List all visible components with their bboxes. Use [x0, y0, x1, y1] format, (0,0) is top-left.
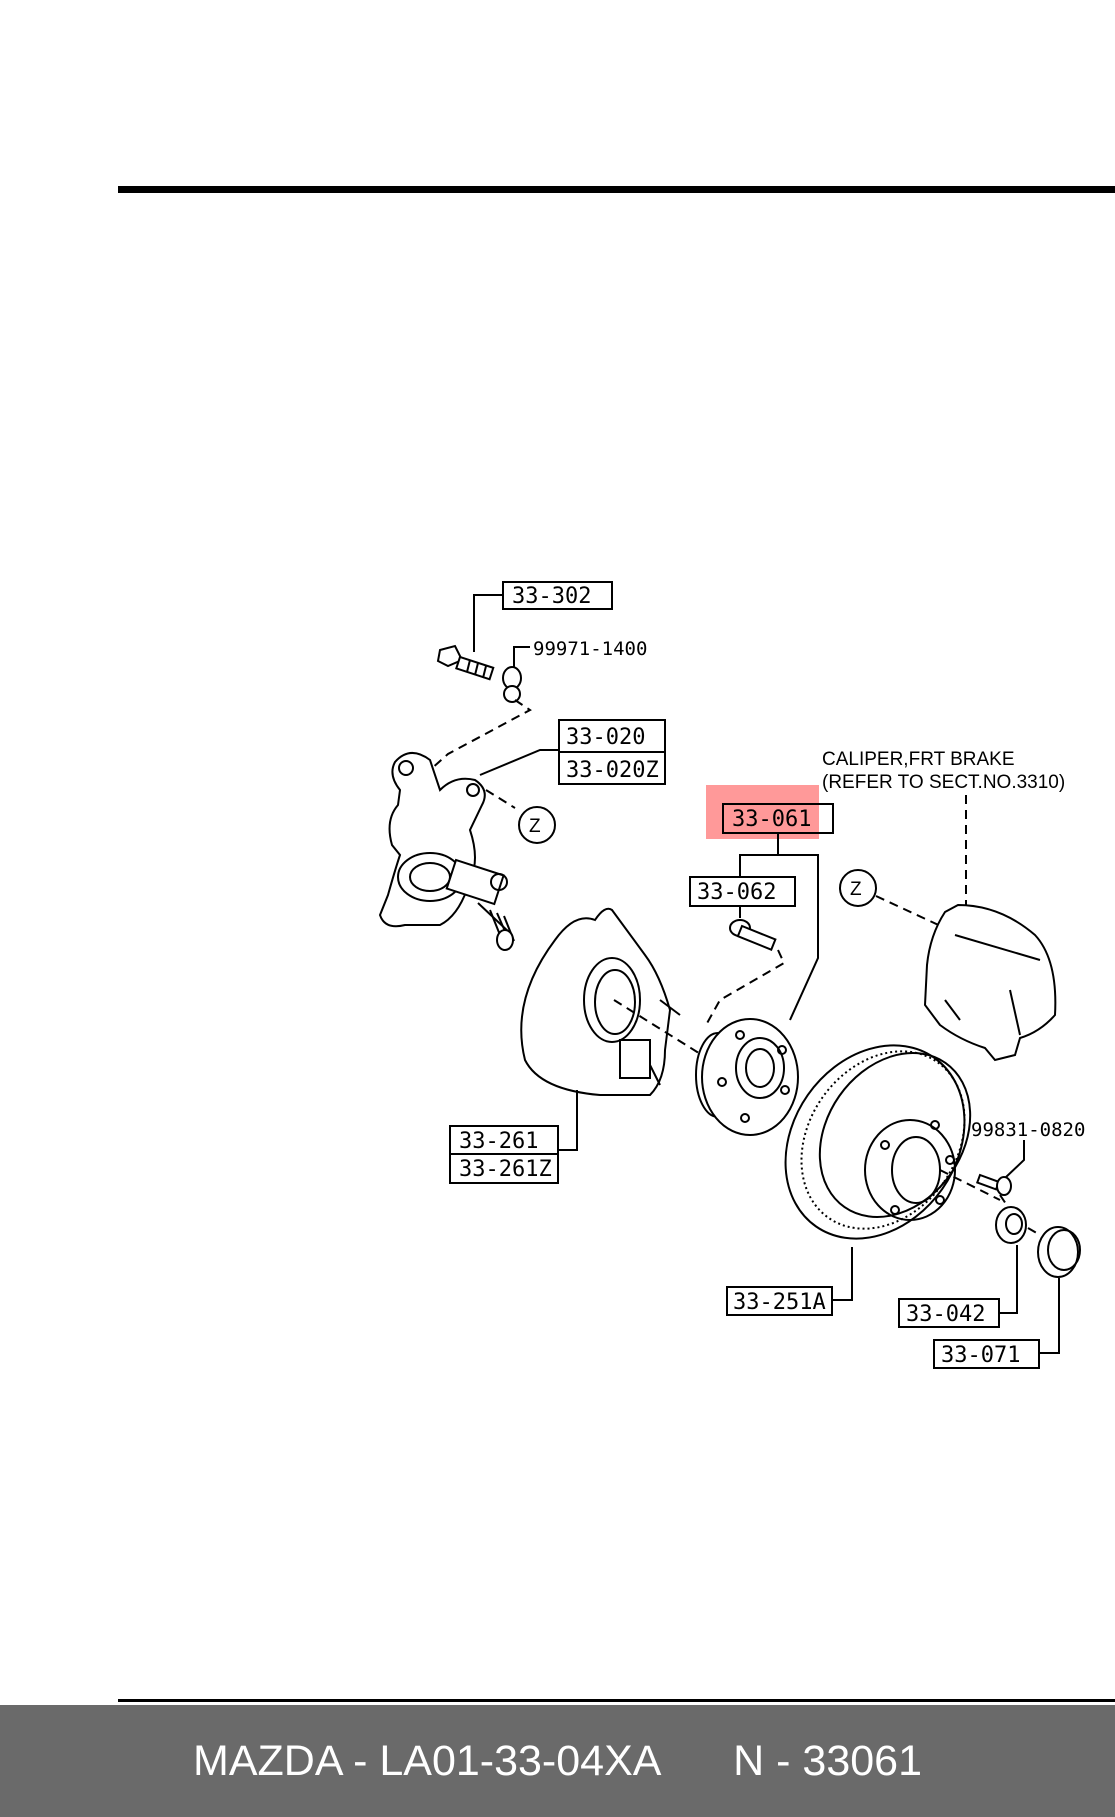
- caliper-note-line2: (REFER TO SECT.NO.3310): [822, 772, 1065, 793]
- brake-rotor-33-251A: [784, 1044, 972, 1240]
- part-footer-bar: MAZDA - LA01-33-04XA N - 33061: [0, 1705, 1115, 1817]
- lock-nut-33-042: [995, 1206, 1027, 1244]
- callout-33-062-label: 33-062: [697, 880, 776, 905]
- callout-33-251A[interactable]: 33-251A: [726, 1286, 833, 1316]
- callout-33-020-label: 33-020: [566, 725, 645, 750]
- footer-part-number: MAZDA - LA01-33-04XA: [193, 1736, 662, 1785]
- reference-z-right: Z: [839, 869, 877, 907]
- hub-bolt-33-062: [729, 919, 777, 951]
- callout-33-061-label: 33-061: [732, 807, 811, 832]
- callout-33-062[interactable]: 33-062: [689, 876, 796, 907]
- callout-33-302-label: 33-302: [512, 584, 591, 609]
- callout-33-020z-label: 33-020Z: [566, 758, 659, 783]
- callout-33-261-label: 33-261: [459, 1129, 538, 1154]
- highlight-33-061: [706, 785, 819, 839]
- callout-33-061[interactable]: 33-061: [706, 785, 834, 839]
- steering-knuckle-33-020: [378, 752, 515, 951]
- callout-99831-0820[interactable]: 99831-0820: [971, 1119, 1085, 1141]
- callout-33-020[interactable]: 33-020 33-020Z: [558, 719, 666, 785]
- reference-z-right-label: Z: [850, 879, 862, 900]
- wheel-hub-33-061: [695, 1018, 799, 1136]
- callout-33-042-label: 33-042: [906, 1302, 985, 1327]
- exploded-parts-diagram: 33-302 99971-1400 33-020 33-020Z: [378, 581, 1085, 1369]
- callout-33-261[interactable]: 33-261 33-261Z: [449, 1125, 559, 1184]
- top-rule: [118, 186, 1115, 193]
- nut-99971-1400: [502, 666, 522, 703]
- dust-shield-33-261: [520, 907, 681, 1096]
- callout-33-302[interactable]: 33-302: [502, 581, 613, 610]
- bottom-rule: [118, 1699, 1115, 1702]
- brake-caliper: [923, 903, 1057, 1062]
- grease-cap-33-071: [1037, 1226, 1081, 1278]
- callout-33-071-label: 33-071: [941, 1343, 1020, 1368]
- caliper-note-line1: CALIPER,FRT BRAKE: [822, 749, 1015, 770]
- screw-99831-0820: [975, 1173, 1012, 1196]
- callout-33-042[interactable]: 33-042: [898, 1298, 1000, 1328]
- callout-99971-1400[interactable]: 99971-1400: [533, 638, 647, 660]
- callout-33-071[interactable]: 33-071: [933, 1339, 1040, 1369]
- reference-z-left: Z: [518, 806, 556, 844]
- bolt-33-302: [436, 644, 495, 681]
- callout-33-261z-label: 33-261Z: [459, 1157, 552, 1182]
- callout-33-251A-label: 33-251A: [733, 1290, 826, 1315]
- reference-z-left-label: Z: [529, 816, 541, 837]
- footer-diagram-number: N - 33061: [733, 1736, 922, 1785]
